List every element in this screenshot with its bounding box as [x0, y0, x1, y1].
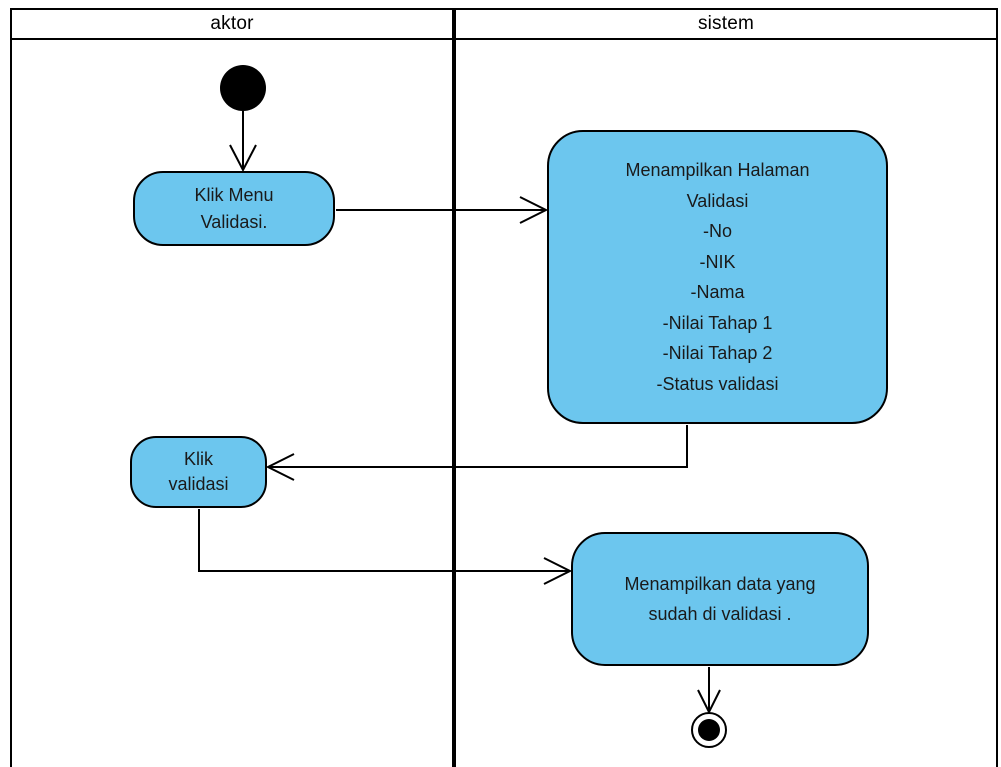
activity-text-line: Validasi.	[200, 211, 268, 232]
activity-text-line: Klik Menu	[194, 184, 274, 205]
lane-header-aktor: aktor	[12, 10, 452, 38]
activity-text-line: Klik	[183, 449, 213, 469]
activity-menampilkan-halaman-validasi: Menampilkan Halaman Validasi -No -NIK -N…	[547, 130, 888, 424]
activity-text-line: -Nama	[690, 282, 745, 302]
activity-text-line: -No	[702, 221, 732, 241]
activity-text-line: sudah di validasi .	[648, 604, 792, 624]
edge-klik-validasi-to-data	[198, 509, 570, 572]
activity-text-line: -Status validasi	[656, 373, 779, 394]
arrowhead	[229, 144, 257, 173]
activity-text-line: -Nilai Tahap 2	[662, 343, 773, 363]
activity-text-line: -Nilai Tahap 1	[662, 312, 773, 333]
lane-label-sistem: sistem	[697, 13, 755, 34]
swimlane-frame	[10, 8, 998, 767]
activity-klik-validasi: Klik validasi	[130, 436, 267, 508]
arrowhead	[265, 453, 295, 481]
final-node-dot	[698, 719, 720, 741]
activity-text-line: Menampilkan data yang	[624, 574, 816, 594]
activity-menampilkan-data-tervalidasi: Menampilkan data yang sudah di validasi …	[571, 532, 869, 666]
activity-text-line: Validasi	[686, 190, 749, 211]
activity-text-line: Menampilkan Halaman	[625, 160, 810, 180]
arrowhead	[519, 196, 549, 224]
initial-node	[220, 65, 266, 111]
arrowhead	[543, 557, 573, 585]
activity-text-line: validasi	[168, 474, 229, 494]
activity-klik-menu-validasi: Klik Menu Validasi.	[133, 171, 335, 246]
activity-text-line: -NIK	[699, 251, 736, 272]
edge-halaman-to-klik-validasi	[268, 425, 688, 468]
lane-label-aktor: aktor	[210, 13, 254, 34]
lane-header-sistem: sistem	[456, 10, 996, 38]
